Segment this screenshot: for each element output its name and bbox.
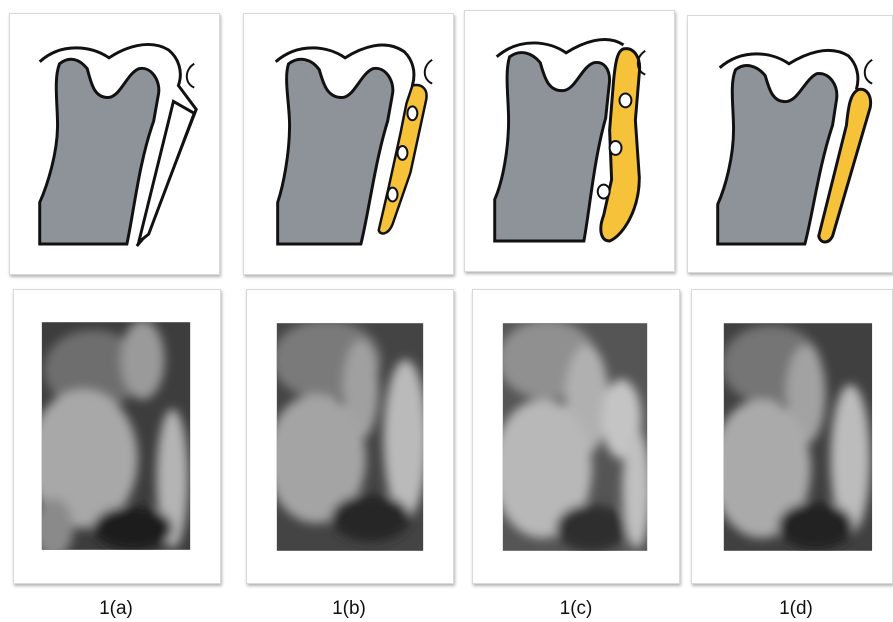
- plate-hole-1: [407, 106, 417, 120]
- bone-shape: [40, 59, 159, 244]
- radiograph-d-image: [692, 290, 892, 583]
- plate-hole-3: [388, 188, 398, 202]
- radiograph-c-card: [472, 289, 680, 584]
- caption-b: 1(b): [289, 598, 409, 620]
- plate-hole-2: [398, 146, 408, 160]
- ear-curl: [865, 60, 872, 84]
- schematic-a-drawing: [10, 14, 219, 274]
- radiograph-c-image: [473, 290, 679, 583]
- schematic-d-card: [687, 15, 893, 273]
- schematic-c-card: [464, 10, 675, 272]
- radiograph-a-card: [13, 289, 221, 584]
- schematic-d-drawing: [688, 16, 892, 272]
- bone-shape: [718, 66, 837, 245]
- plate-hole-2: [610, 141, 622, 155]
- plate-hole-1: [620, 93, 632, 107]
- radiograph-a-image: [14, 290, 220, 583]
- schematic-a-card: [9, 13, 220, 275]
- schematic-b-drawing: [244, 14, 453, 274]
- bone-shape: [495, 53, 610, 241]
- radiograph-b-card: [246, 289, 454, 584]
- ear-curl: [187, 64, 194, 88]
- bone-shape: [278, 59, 393, 244]
- radiograph-d-card: [691, 289, 893, 584]
- ear-curl: [425, 60, 432, 84]
- schematic-c-drawing: [465, 11, 674, 271]
- caption-a: 1(a): [56, 598, 176, 620]
- plate-hole-3: [598, 185, 610, 199]
- caption-c: 1(c): [516, 598, 636, 620]
- schematic-b-card: [243, 13, 454, 275]
- caption-d: 1(d): [736, 598, 856, 620]
- radiograph-b-image: [247, 290, 453, 583]
